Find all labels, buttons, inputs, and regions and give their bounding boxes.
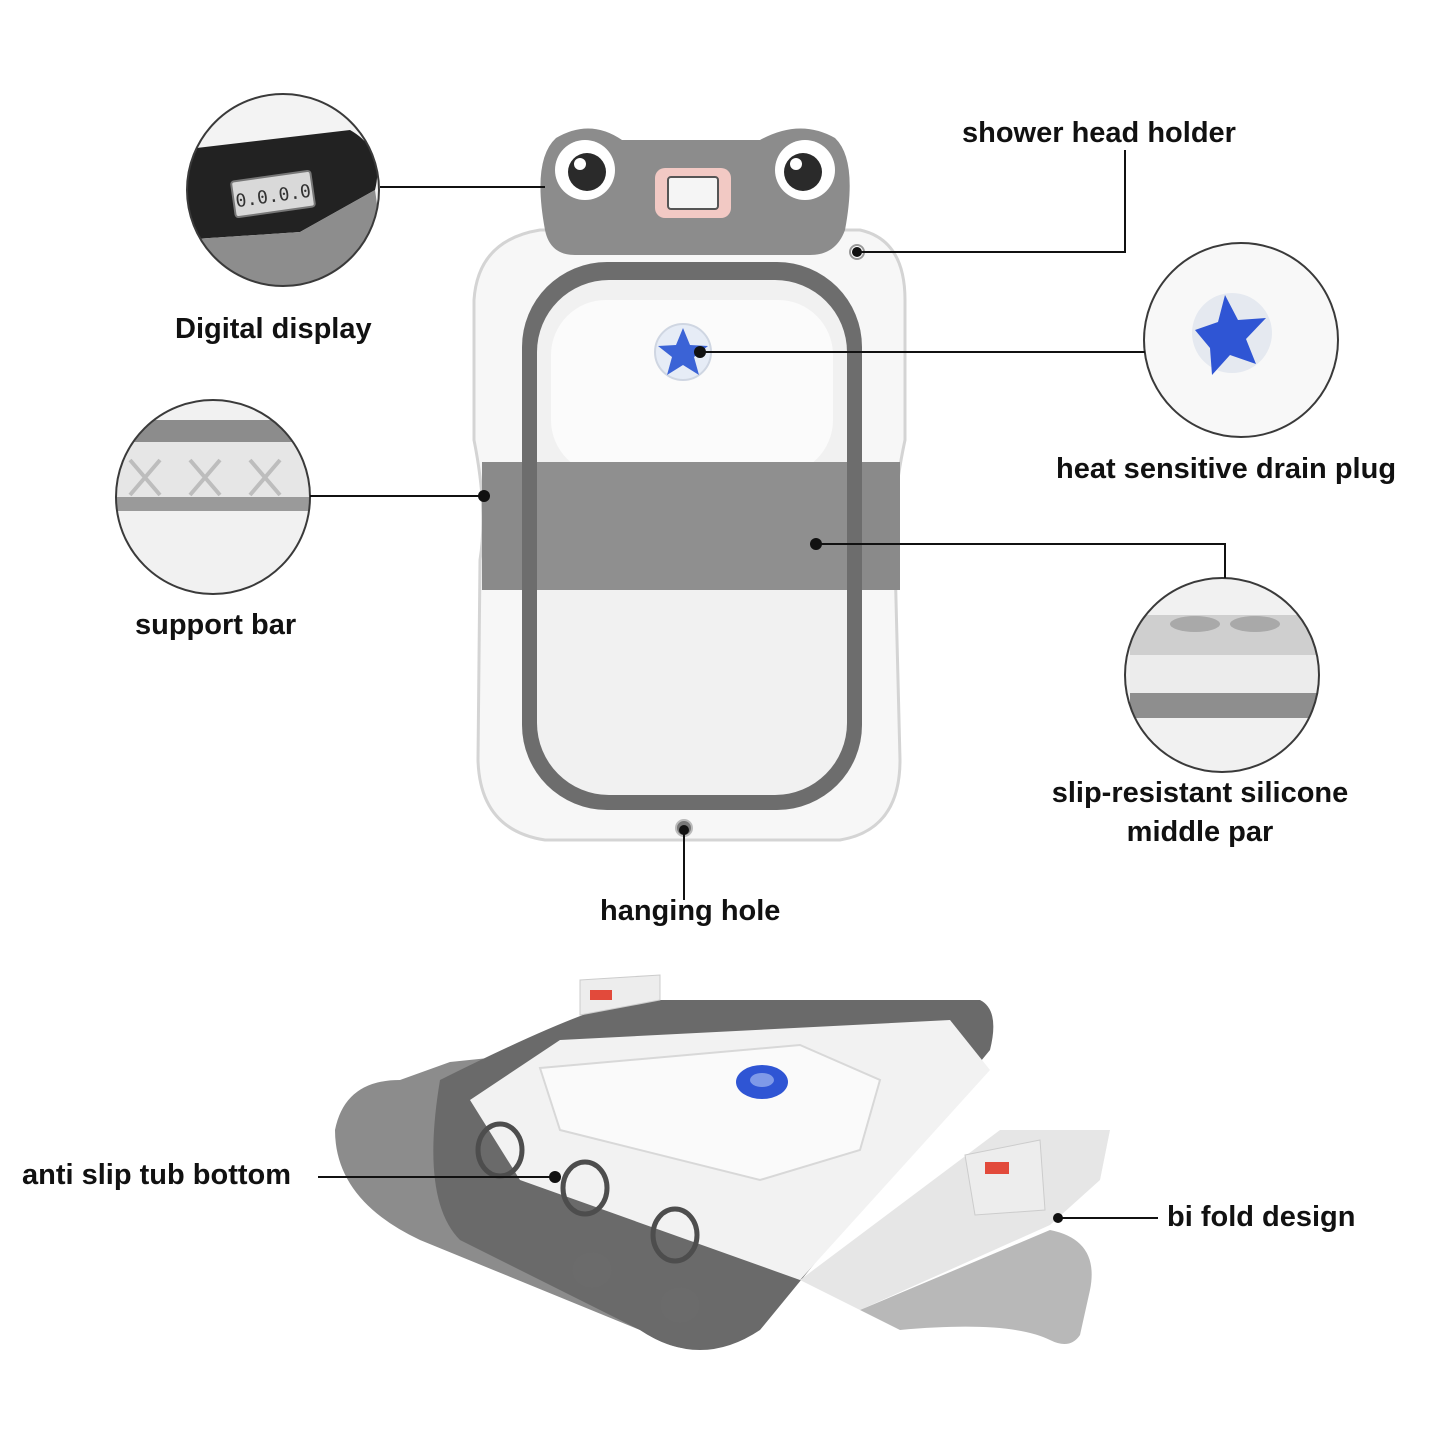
label-heat-sensitive-drain-plug: heat sensitive drain plug	[1056, 453, 1397, 485]
label-slip-resistant-line-1: slip-resistant silicone	[1051, 777, 1349, 809]
drain-plug-star-icon	[658, 328, 708, 375]
label-anti-slip-tub-bottom: anti slip tub bottom	[22, 1159, 292, 1191]
label-slip-resistant-silicone: slip-resistant silicone middle par	[1038, 776, 1362, 850]
tub-folded-view	[335, 974, 1110, 1350]
detail-support-bar	[115, 399, 311, 595]
tub-top-view	[472, 128, 907, 842]
support-bar-left	[482, 462, 522, 590]
leader-lines	[310, 150, 1226, 1219]
detail-drain-plug	[1143, 242, 1339, 438]
label-shower-head-holder: shower head holder	[962, 117, 1236, 149]
label-digital-display: Digital display	[175, 313, 372, 345]
leader-dots	[478, 247, 1063, 1223]
label-support-bar: support bar	[135, 609, 297, 641]
drain-plug-detail-star-icon	[1195, 295, 1266, 375]
label-bi-fold-design: bi fold design	[1167, 1201, 1356, 1233]
support-bar-right	[862, 462, 900, 590]
detail-digital-display: 0.0.0.0	[186, 93, 380, 287]
label-hanging-hole: hanging hole	[600, 895, 781, 927]
label-slip-resistant-line-2: middle par	[1126, 815, 1274, 848]
detail-silicone-middle-par	[1124, 577, 1320, 773]
silicone-middle-band	[537, 462, 847, 590]
